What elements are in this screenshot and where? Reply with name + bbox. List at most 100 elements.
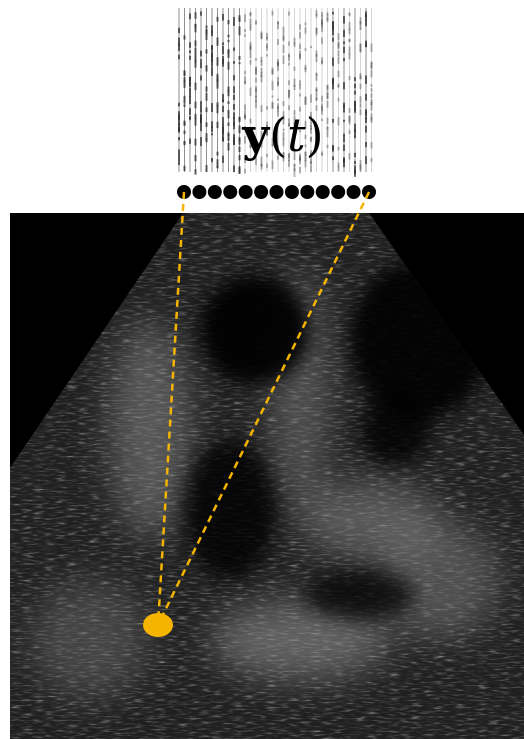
rf-trace-blip [239, 117, 241, 122]
rf-trace-blip [327, 12, 329, 15]
rf-trace-blip [283, 27, 285, 34]
rf-trace-blip [189, 56, 191, 60]
rf-trace-blip [343, 120, 345, 122]
rf-trace-blip [305, 27, 307, 33]
rf-trace-blip [294, 67, 296, 71]
rf-trace-blip [195, 118, 197, 126]
rf-trace-blip [244, 169, 246, 174]
signal-label-open-paren: ( [269, 108, 287, 162]
rf-trace-blip [211, 133, 213, 135]
rf-trace-blip [206, 107, 208, 112]
rf-trace-blip [217, 122, 219, 128]
signal-label-italic: t [287, 108, 306, 162]
rf-trace-blip [272, 95, 274, 97]
rf-trace-blip [371, 43, 373, 52]
rf-trace-blip [244, 76, 246, 84]
rf-trace-blip [211, 56, 213, 62]
rf-trace-blip [332, 119, 334, 123]
rf-trace-blip [184, 122, 186, 126]
rf-trace-blip [349, 12, 351, 14]
rf-trace-blip [266, 163, 268, 168]
rf-trace-blip [239, 147, 241, 152]
rf-trace-blip [189, 108, 191, 115]
transducer-element-icon [208, 185, 222, 199]
rf-trace-blip [228, 132, 230, 136]
rf-trace-blip [360, 73, 362, 79]
rf-trace-blip [200, 105, 202, 113]
rf-trace-blip [338, 98, 340, 102]
rf-trace-blip [228, 35, 230, 38]
rf-trace-blip [184, 96, 186, 104]
rf-trace-blip [195, 139, 197, 146]
rf-trace-blip [354, 124, 356, 133]
rf-trace-blip [294, 43, 296, 47]
rf-trace-blip [338, 71, 340, 78]
rf-trace-blip [189, 50, 191, 53]
rf-trace-blip [266, 33, 268, 41]
rf-trace-blip [332, 86, 334, 89]
rf-trace-blip [360, 103, 362, 108]
rf-trace-blip [211, 103, 213, 112]
rf-trace-blip [371, 113, 373, 120]
rf-trace-blip [332, 38, 334, 42]
rf-trace-blip [349, 54, 351, 60]
rf-trace-blip [217, 17, 219, 22]
rf-trace-blip [354, 84, 356, 89]
transducer-element-icon [347, 185, 361, 199]
transducer-array [177, 185, 376, 199]
rf-trace-blip [305, 48, 307, 51]
rf-trace-blip [217, 108, 219, 113]
rf-trace-blip [277, 22, 279, 29]
rf-trace-blip [255, 67, 257, 74]
rf-trace-blip [360, 96, 362, 103]
rf-trace-blip [189, 139, 191, 144]
rf-trace-blip [217, 152, 219, 156]
rf-trace-blip [211, 46, 213, 50]
rf-trace-blip [195, 155, 197, 161]
rf-trace-blip [200, 137, 202, 146]
rf-trace-blip [343, 41, 345, 44]
rf-trace-blip [206, 165, 208, 172]
rf-trace-blip [222, 56, 224, 64]
rf-trace-blip [211, 31, 213, 36]
rf-trace-blip [327, 127, 329, 129]
rf-trace-blip [371, 93, 373, 98]
rf-trace-blip [206, 25, 208, 28]
rf-trace-blip [178, 127, 180, 132]
rf-trace-blip [189, 88, 191, 97]
rf-trace-blip [365, 117, 367, 119]
rf-trace-blip [272, 164, 274, 170]
rf-trace-blip [332, 12, 334, 14]
rf-trace-blip [250, 87, 252, 95]
rf-trace-blip [349, 108, 351, 113]
rf-trace-blip [365, 11, 367, 17]
rf-trace-blip [277, 82, 279, 87]
rf-trace-blip [371, 158, 373, 162]
rf-trace-blip [316, 51, 318, 57]
rf-trace-blip [288, 53, 290, 57]
rf-trace-blip [239, 167, 241, 174]
rf-trace-blip [332, 28, 334, 36]
rf-trace-blip [195, 83, 197, 91]
focal-point [143, 613, 173, 637]
rf-trace-blip [354, 153, 356, 157]
rf-trace-blip [365, 111, 367, 116]
rf-trace-blip [310, 94, 312, 102]
rf-trace-blip [321, 96, 323, 102]
rf-trace-blip [371, 142, 373, 148]
rf-trace-blip [195, 102, 197, 109]
rf-trace-blip [250, 27, 252, 31]
rf-trace-blip [338, 147, 340, 150]
rf-trace-blip [332, 78, 334, 84]
rf-trace-blip [354, 161, 356, 164]
rf-trace-blip [299, 54, 301, 60]
rf-trace-blip [343, 47, 345, 54]
rf-trace-blip [272, 83, 274, 90]
rf-trace-blip [189, 77, 191, 81]
rf-trace-blip [288, 12, 290, 16]
rf-trace-blip [184, 166, 186, 171]
rf-trace-blip [283, 55, 285, 63]
rf-trace-blip [189, 96, 191, 104]
rf-trace-blip [195, 24, 197, 28]
